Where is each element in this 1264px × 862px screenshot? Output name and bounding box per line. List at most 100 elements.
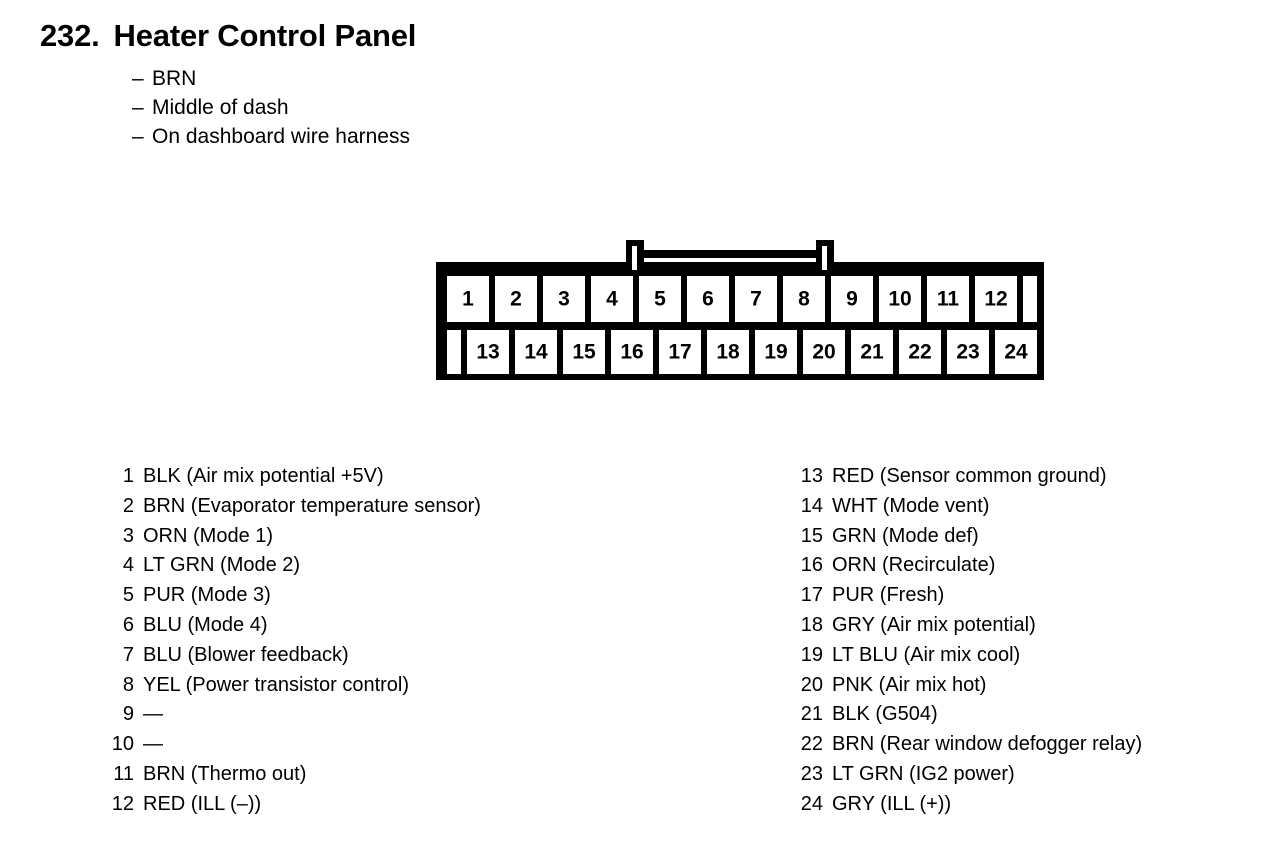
- pin-description: PUR (Mode 3): [143, 584, 271, 607]
- pin-description: —: [143, 733, 163, 756]
- pin-number: 23: [800, 762, 823, 785]
- pin-number: 22: [800, 733, 823, 756]
- pin-list-item: 8 YEL (Power transistor control): [108, 671, 481, 701]
- pin-number: 18: [716, 341, 740, 364]
- pin-cell: 10: [879, 276, 921, 322]
- subtitle-text: Middle of dash: [152, 96, 289, 119]
- subtitle-item: – On dashboard wire harness: [132, 122, 416, 151]
- pin-description: BLK (Air mix potential +5V): [143, 465, 384, 487]
- pin-number: 8: [798, 288, 810, 311]
- pin-description: GRY (ILL (+)): [832, 792, 952, 815]
- pin-description: LT GRN (IG2 power): [832, 762, 1015, 785]
- page-header: 232. Heater Control Panel – BRN – Middle…: [40, 18, 416, 151]
- pin-description: BLU (Blower feedback): [143, 643, 349, 666]
- pin-description: PNK (Air mix hot): [832, 673, 987, 696]
- pin-description: YEL (Power transistor control): [143, 673, 410, 696]
- pin-description: BRN (Evaporator temperature sensor): [143, 494, 481, 517]
- pin-list-item: 22 BRN (Rear window defogger relay): [797, 730, 1142, 760]
- pin-cell: 1: [447, 276, 489, 322]
- pin-description: BRN (Thermo out): [143, 762, 307, 785]
- pin-description: BLK (G504): [832, 703, 938, 726]
- pin-number: 3: [122, 524, 134, 547]
- pin-number: 7: [122, 643, 134, 666]
- pin-list-item: 24 GRY (ILL (+)): [797, 790, 1142, 820]
- pin-cell: 11: [927, 276, 969, 322]
- pin-cell: 8: [783, 276, 825, 322]
- connector-bottom-row: 13 14 15 16 17 18: [447, 330, 1037, 374]
- pin-cell: 12: [975, 276, 1017, 322]
- subtitle-text: On dashboard wire harness: [152, 125, 410, 148]
- pin-list-item: 5 PUR (Mode 3): [108, 581, 481, 611]
- pin-cell: 9: [831, 276, 873, 322]
- pin-description: ORN (Mode 1): [143, 524, 274, 547]
- pin-list-item: 13 RED (Sensor common ground): [797, 462, 1142, 492]
- pin-number: 3: [558, 288, 570, 311]
- pin-number: 10: [888, 288, 911, 311]
- pin-number: 18: [800, 613, 823, 636]
- entry-number: 232.: [40, 18, 100, 53]
- pin-cell: 16: [611, 330, 653, 374]
- pin-number: 11: [937, 288, 960, 311]
- pin-number: 17: [800, 584, 823, 607]
- pin-list-item: 7 BLU (Blower feedback): [108, 641, 481, 671]
- pin-number: 9: [846, 288, 858, 311]
- top-row-keyway-blank: [1023, 276, 1037, 322]
- pin-cell: 23: [947, 330, 989, 374]
- latch-post-right-slot: [822, 246, 827, 270]
- pin-number: 16: [800, 554, 823, 577]
- subtitle-item: – BRN: [132, 64, 416, 93]
- pin-number: 6: [702, 288, 714, 311]
- pin-number: 10: [111, 733, 134, 756]
- subtitle-list: – BRN – Middle of dash – On dashboard wi…: [40, 64, 416, 151]
- pin-number: 2: [122, 494, 134, 517]
- page-title: 232. Heater Control Panel: [40, 18, 416, 54]
- pin-list-item: 20 PNK (Air mix hot): [797, 671, 1142, 701]
- pin-list-item: 12 RED (ILL (–)): [108, 790, 481, 820]
- pin-number: 20: [800, 673, 823, 696]
- pin-cell: 3: [543, 276, 585, 322]
- pin-description: RED (ILL (–)): [143, 792, 262, 815]
- pin-number: 12: [984, 288, 1007, 311]
- bottom-row-keyway-blank: [447, 330, 461, 374]
- pin-number: 1: [122, 465, 134, 487]
- pin-number: 22: [908, 341, 931, 364]
- pin-cell: 4: [591, 276, 633, 322]
- pin-list-item: 17 PUR (Fresh): [797, 581, 1142, 611]
- pin-cell: 18: [707, 330, 749, 374]
- subtitle-item: – Middle of dash: [132, 93, 416, 122]
- pin-number: 7: [750, 288, 762, 311]
- pin-list-item: 4 LT GRN (Mode 2): [108, 551, 481, 581]
- pin-list-item: 23 LT GRN (IG2 power): [797, 760, 1142, 790]
- pin-number: 19: [764, 341, 787, 364]
- pin-number: 12: [111, 792, 134, 815]
- pin-number: 20: [812, 341, 835, 364]
- pin-cell: 20: [803, 330, 845, 374]
- pin-number: 5: [654, 288, 666, 311]
- pin-cell: 13: [467, 330, 509, 374]
- latch-post-left-slot: [632, 246, 637, 270]
- pin-number: 11: [113, 762, 134, 785]
- dash-bullet-icon: –: [132, 125, 144, 148]
- pin-number: 14: [800, 494, 823, 517]
- pin-number: 15: [800, 524, 823, 547]
- subtitle-text: BRN: [152, 67, 197, 90]
- pin-cell: 21: [851, 330, 893, 374]
- pin-number: 1: [462, 288, 474, 311]
- pin-list-item: 19 LT BLU (Air mix cool): [797, 641, 1142, 671]
- pin-description: BLU (Mode 4): [143, 613, 268, 636]
- pin-list-item: 14 WHT (Mode vent): [797, 492, 1142, 522]
- pinout-column-left: 1 BLK (Air mix potential +5V) 2 BRN (Eva…: [108, 462, 481, 820]
- pin-list-item: 11 BRN (Thermo out): [108, 760, 481, 790]
- pin-cell: 19: [755, 330, 797, 374]
- pin-number: 9: [122, 703, 134, 726]
- pin-number: 24: [1004, 341, 1028, 364]
- pinout-column-right: 13 RED (Sensor common ground) 14 WHT (Mo…: [797, 462, 1142, 820]
- pin-list-item: 15 GRN (Mode def): [797, 522, 1142, 552]
- pin-cell: 14: [515, 330, 557, 374]
- pin-number: 8: [122, 673, 134, 696]
- pin-list-item: 9 —: [108, 700, 481, 730]
- pin-list-item: 18 GRY (Air mix potential): [797, 611, 1142, 641]
- pin-cell: 24: [995, 330, 1037, 374]
- pin-number: 19: [800, 643, 823, 666]
- pin-number: 21: [800, 703, 823, 726]
